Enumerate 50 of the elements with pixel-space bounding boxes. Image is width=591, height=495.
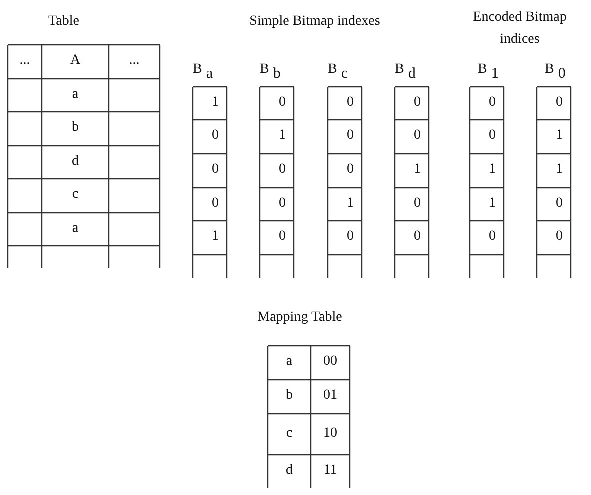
bit-value: 0 [555, 94, 563, 110]
bit-value: 0 [211, 196, 219, 212]
bit-value: 0 [413, 128, 421, 144]
bit-value: 1 [278, 128, 286, 144]
binary-code: 10 [322, 426, 338, 442]
bit-value: 0 [488, 229, 496, 245]
bit-value: 0 [413, 196, 421, 212]
table-value: d [71, 154, 80, 170]
bit-value: 1 [346, 196, 354, 212]
bit-value: 1 [555, 162, 563, 178]
bit-value: 1 [413, 162, 421, 178]
binary-code: 00 [322, 354, 338, 370]
table-value: b [71, 120, 80, 136]
table-value: a [285, 354, 294, 370]
table-value: c [71, 187, 80, 203]
table-value: a [71, 220, 80, 236]
table-title: Mapping Table [256, 310, 344, 326]
table-title: Table [48, 14, 80, 30]
bit-value: 1 [211, 229, 219, 245]
binary-code: 01 [322, 388, 338, 404]
bit-value: 1 [555, 128, 563, 144]
bit-value: 0 [211, 128, 219, 144]
bit-value: 0 [555, 229, 563, 245]
bit-value: 0 [346, 94, 354, 110]
bit-value: 0 [278, 162, 286, 178]
table-value: ... [18, 53, 32, 69]
bit-value: 1 [488, 162, 496, 178]
bit-value: 0 [413, 94, 421, 110]
bit-value: 0 [346, 162, 354, 178]
bit-value: 0 [488, 94, 496, 110]
binary-code: 11 [322, 462, 338, 478]
bit-value: 1 [488, 196, 496, 212]
bit-value: 0 [211, 162, 219, 178]
table-value: a [71, 86, 80, 102]
table-value: A [69, 53, 82, 69]
section-title: Encoded Bitmap indices [472, 9, 568, 49]
bit-value: 0 [346, 229, 354, 245]
table-value: b [285, 388, 294, 404]
bit-value: 1 [211, 94, 219, 110]
table-value: ... [128, 53, 141, 69]
bit-value: 0 [488, 128, 496, 144]
bit-value: 0 [346, 128, 354, 144]
bit-value: 0 [555, 196, 563, 212]
table-value: d [285, 462, 294, 478]
table-value: c [285, 426, 294, 442]
bit-value: 0 [278, 196, 286, 212]
bit-value: 0 [278, 94, 286, 110]
section-title: Simple Bitmap indexes [248, 14, 382, 30]
bit-value: 0 [413, 229, 421, 245]
bit-value: 0 [278, 229, 286, 245]
